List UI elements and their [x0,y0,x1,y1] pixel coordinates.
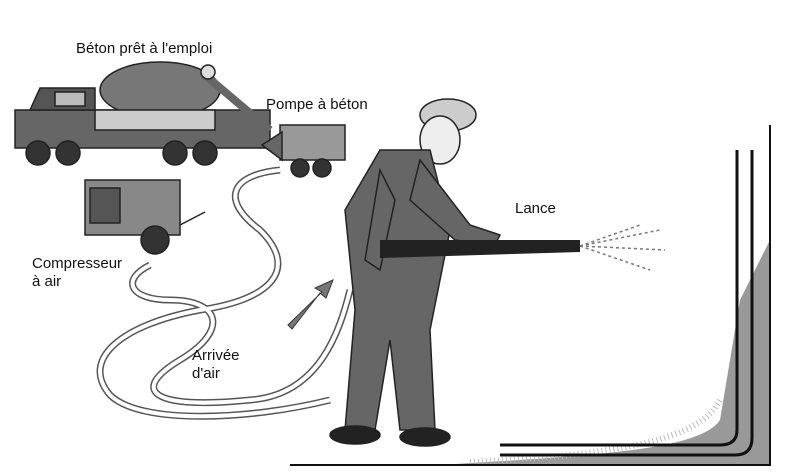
nozzle-lance [380,224,666,271]
air-compressor [84,179,206,255]
label-compressor: Compresseur à air [32,255,122,291]
label-compressor-line1: Compresseur [32,255,123,272]
label-air-inlet: Arrivée d'air [192,347,240,383]
label-concrete-truck: Béton prêt à l'emploi [76,40,213,57]
concrete-truck [14,61,273,166]
concrete-pump [260,124,346,178]
worker [329,98,502,447]
label-compressor-line2: à air [32,273,62,290]
air-flow-arrow [287,279,334,330]
label-air-inlet-line1: Arrivée [192,347,240,364]
sprayed-wall [290,125,771,466]
label-concrete-pump: Pompe à béton [266,96,368,113]
label-air-inlet-line2: d'air [192,365,220,382]
label-nozzle: Lance [515,200,556,217]
